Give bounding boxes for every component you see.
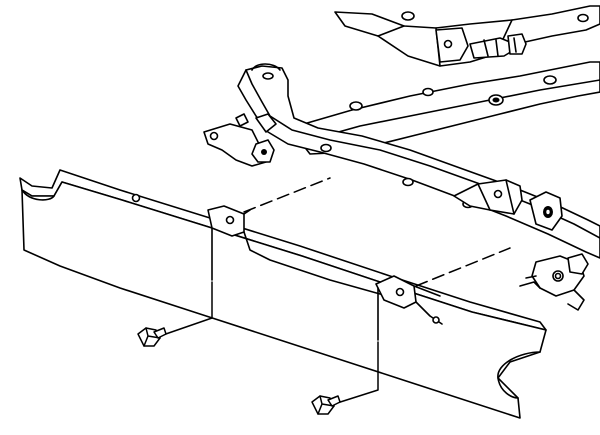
main-rail-crease bbox=[309, 79, 600, 141]
left-mount-bracket bbox=[203, 123, 267, 167]
shield-top-hole bbox=[131, 193, 141, 203]
main-rail-hole bbox=[422, 87, 434, 97]
cross-member-hole bbox=[320, 143, 332, 153]
left-mount-bracket-hole bbox=[209, 131, 219, 141]
main-rail-hole bbox=[349, 101, 363, 111]
upper-rail-nut bbox=[507, 33, 527, 55]
lower-right-bracket-hole-inner bbox=[554, 272, 562, 280]
lower-right-clamp-detail bbox=[519, 275, 541, 289]
left-mount-clip bbox=[255, 113, 277, 133]
lower-right-nut bbox=[567, 253, 589, 275]
cross-member-hole bbox=[402, 177, 414, 187]
right-mount-bracket bbox=[453, 179, 523, 215]
upper-rail-hole bbox=[577, 13, 589, 23]
alignment-line-right bbox=[415, 247, 511, 287]
shield-right-tab-hole bbox=[395, 287, 405, 297]
shield-right-cutout bbox=[497, 351, 541, 399]
upper-rail-fitting-detail bbox=[483, 37, 517, 57]
shield-front-face bbox=[21, 181, 547, 419]
shield-left-cutout bbox=[21, 189, 55, 201]
shield-fold-line bbox=[211, 227, 379, 341]
bolt-icon bbox=[137, 327, 167, 347]
alignment-line-left bbox=[243, 177, 331, 213]
lower-right-clamp-tab bbox=[567, 289, 585, 311]
vehicle-frame bbox=[203, 5, 600, 311]
right-mount-pad-hole-inner bbox=[544, 208, 552, 216]
main-rail-hole-dark bbox=[492, 97, 500, 103]
left-mount-stud bbox=[235, 113, 249, 127]
upper-rail-hole bbox=[401, 11, 415, 21]
cross-member-tube-opening bbox=[251, 63, 281, 71]
shield-left-tab-hole bbox=[225, 215, 235, 225]
bolt-leader-right bbox=[333, 341, 379, 405]
main-rail-hole bbox=[543, 75, 557, 85]
lower-right-bracket-hole bbox=[552, 270, 564, 282]
right-mount-bracket-hole bbox=[493, 189, 503, 199]
upper-rail-bracket-hole bbox=[443, 39, 453, 49]
upper-frame-rail bbox=[334, 5, 600, 67]
shield-right-end-hole bbox=[432, 316, 440, 324]
alignment-lines bbox=[159, 177, 511, 405]
left-mount-nut-hole bbox=[261, 149, 267, 155]
skid-shield bbox=[19, 169, 547, 419]
bolt-leader-left bbox=[159, 281, 213, 337]
right-mount-bracket-edge bbox=[477, 179, 515, 215]
cross-member-hole bbox=[262, 72, 274, 80]
bolt-icon bbox=[311, 395, 341, 415]
